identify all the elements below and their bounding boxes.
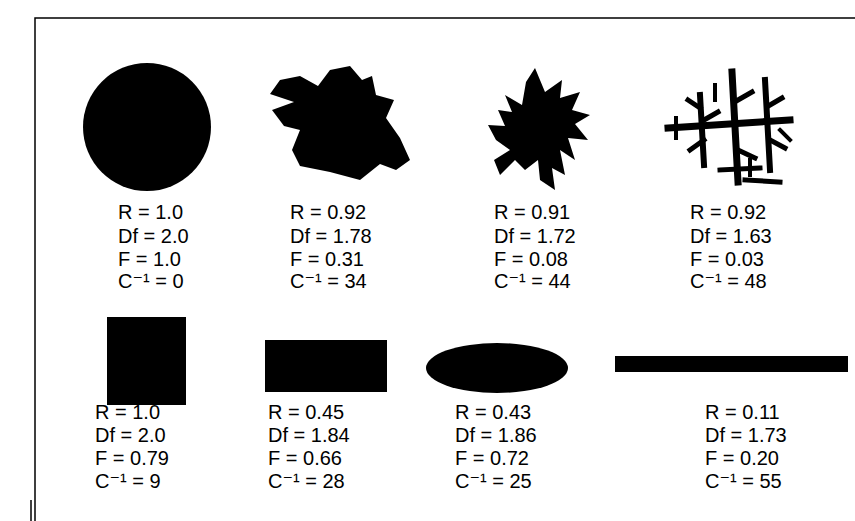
metric-label: Df = 1.73 <box>705 424 787 446</box>
metric-label: R = 0.45 <box>268 401 344 423</box>
metric-label: Df = 2.0 <box>95 424 166 446</box>
bar-shape <box>615 356 848 372</box>
metric-label: R = 0.43 <box>455 401 531 423</box>
metric-label: R = 0.92 <box>290 201 366 223</box>
dendrite-shape <box>488 68 590 190</box>
metric-label: R = 0.91 <box>494 201 570 223</box>
metric-label: C⁻¹ = 0 <box>118 270 184 292</box>
frame-border <box>35 18 855 521</box>
metric-label: F = 0.31 <box>290 248 364 270</box>
square-shape <box>107 317 186 405</box>
metric-label: C⁻¹ = 55 <box>705 470 782 492</box>
metric-label: R = 0.11 <box>705 401 780 423</box>
metric-label: F = 0.20 <box>705 447 779 469</box>
metric-label: F = 1.0 <box>118 248 181 270</box>
metric-label: F = 0.79 <box>95 447 169 469</box>
fractal-dendrite <box>668 72 790 182</box>
metric-label: C⁻¹ = 9 <box>95 470 161 492</box>
metric-label: C⁻¹ = 44 <box>494 270 571 292</box>
metric-label: Df = 2.0 <box>118 225 189 247</box>
metric-label: Df = 1.72 <box>494 225 576 247</box>
circle-shape <box>83 63 211 191</box>
metric-label: Df = 1.84 <box>268 424 350 446</box>
rectangle-shape <box>265 340 387 392</box>
metric-label: C⁻¹ = 25 <box>455 470 532 492</box>
metric-label: Df = 1.86 <box>455 424 537 446</box>
frame-border <box>30 500 32 521</box>
metric-label: F = 0.72 <box>455 447 529 469</box>
metric-label: C⁻¹ = 34 <box>290 270 367 292</box>
metric-label: Df = 1.63 <box>690 225 772 247</box>
ellipse-shape <box>426 343 568 393</box>
metric-label: R = 1.0 <box>95 401 160 423</box>
metric-label: Df = 1.78 <box>290 225 372 247</box>
metric-label: F = 0.08 <box>494 248 568 270</box>
metric-label: F = 0.66 <box>268 447 342 469</box>
metric-label: C⁻¹ = 28 <box>268 470 345 492</box>
irregular-blob <box>270 66 410 180</box>
metric-label: C⁻¹ = 48 <box>690 270 767 292</box>
metric-label: F = 0.03 <box>690 248 764 270</box>
metric-label: R = 1.0 <box>118 201 183 223</box>
metric-label: R = 0.92 <box>690 201 766 223</box>
